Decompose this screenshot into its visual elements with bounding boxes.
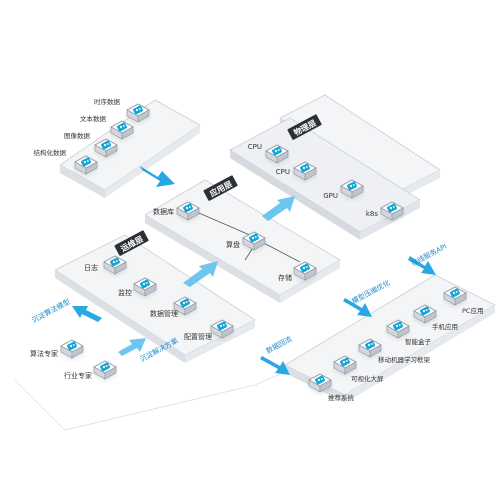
ops-node xyxy=(103,255,127,275)
arrow-output-online xyxy=(408,256,436,275)
data-source-label: 结构化数据 xyxy=(34,148,67,157)
data-source-label: 时序数据 xyxy=(94,97,121,106)
output-node-label: 推荐系统 xyxy=(328,393,355,402)
expert-label: 行业专家 xyxy=(64,371,92,380)
output-node xyxy=(386,319,410,339)
physical-node xyxy=(380,201,404,221)
data-source-node xyxy=(74,155,98,175)
data-source-label: 图像数据 xyxy=(64,131,91,140)
expert-node xyxy=(93,360,117,380)
ops-node-label: 日志 xyxy=(84,263,98,272)
application-node xyxy=(293,261,317,281)
arrow-ops-app xyxy=(183,261,218,287)
data-source-node xyxy=(94,138,118,158)
output-node-label: 智能盒子 xyxy=(405,337,432,346)
data-source-node xyxy=(110,120,134,140)
data-source-node xyxy=(126,103,150,123)
arrow-sources-to-app xyxy=(140,166,175,187)
arrow-solution-deposit xyxy=(118,338,146,356)
physical-node-label: GPU xyxy=(323,192,338,200)
arrow-output-backflow xyxy=(260,356,290,375)
physical-node-label: CPU xyxy=(248,143,262,151)
arrow-model-deposit xyxy=(72,306,102,322)
label-model-deposit: 沉淀算法模型 xyxy=(30,297,71,325)
data-source-label: 文本数据 xyxy=(80,114,107,123)
output-node-label: 可视化大屏 xyxy=(351,374,384,383)
arrow-output-optimize xyxy=(343,298,372,317)
ops-node xyxy=(133,277,157,297)
expert-label: 算法专家 xyxy=(30,349,58,358)
application-node xyxy=(242,231,266,251)
physical-node-label: k8s xyxy=(366,210,379,218)
ops-node xyxy=(173,296,197,316)
output-node xyxy=(413,304,437,324)
label-model-optimize: 模型压缩优化 xyxy=(350,278,391,306)
arrow-app-physical xyxy=(262,196,295,221)
output-node-label: 移动机器学习框架 xyxy=(378,355,431,364)
application-node-label: 算盘 xyxy=(226,240,240,249)
physical-node xyxy=(265,144,289,164)
label-data-backflow: 数据回流 xyxy=(264,334,293,355)
physical-node-label: CPU xyxy=(276,168,290,176)
application-node-label: 数据库 xyxy=(153,207,174,216)
ops-node-label: 数据管理 xyxy=(150,309,178,318)
ops-node-label: 监控 xyxy=(118,288,132,297)
base-outline xyxy=(14,371,286,431)
ops-node xyxy=(210,319,234,339)
output-node xyxy=(358,338,382,358)
application-node-label: 存储 xyxy=(278,273,292,282)
physical-node xyxy=(293,161,317,181)
output-node-label: 手机应用 xyxy=(432,322,458,331)
ops-node-label: 配置管理 xyxy=(184,332,212,341)
output-node-label: PC应用 xyxy=(462,306,483,315)
arrows xyxy=(72,166,436,375)
application-node xyxy=(176,201,200,221)
output-node xyxy=(308,373,332,393)
output-node xyxy=(443,286,467,306)
physical-node xyxy=(340,179,364,199)
output-node xyxy=(333,355,357,375)
expert-node xyxy=(60,339,84,359)
